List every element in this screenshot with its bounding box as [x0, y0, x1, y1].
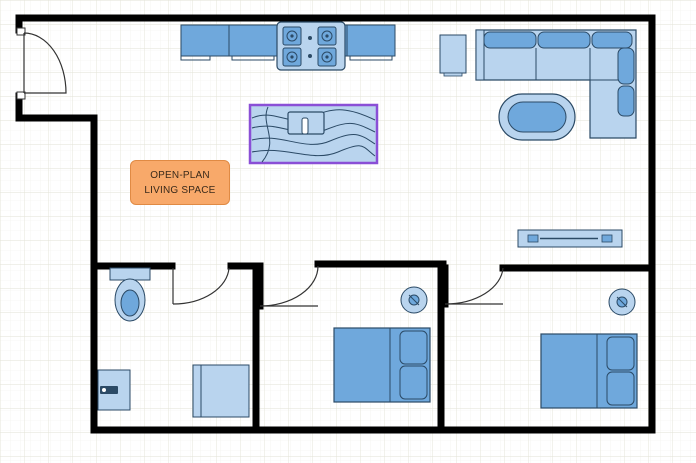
- room-label-line1: OPEN-PLAN: [150, 169, 210, 181]
- sofa-icon: [475, 29, 637, 139]
- ceiling-lamp-icon: [400, 286, 428, 314]
- room-label-open-plan: OPEN-PLAN LIVING SPACE: [130, 160, 230, 205]
- door-swing-icon: [259, 265, 319, 307]
- door-swing-icon: [172, 267, 230, 305]
- door-swing-icon: [16, 27, 67, 100]
- shower-icon: [192, 364, 250, 418]
- ceiling-lamp-icon: [608, 288, 636, 316]
- toilet-icon: [109, 267, 151, 322]
- wall-left-lower: [15, 92, 98, 434]
- room-label-line2: LIVING SPACE: [144, 184, 216, 196]
- appliance-box: [439, 34, 467, 77]
- tv-unit-icon: [517, 229, 623, 248]
- bathroom-sink-icon: [97, 369, 131, 411]
- kitchen-island-icon: [248, 103, 379, 165]
- door-swing-icon: [444, 267, 504, 305]
- stove-icon: [276, 21, 346, 71]
- bed-icon: [540, 333, 638, 409]
- bed-icon: [333, 327, 431, 403]
- walls: [15, 14, 656, 434]
- coffee-table-icon: [498, 93, 576, 141]
